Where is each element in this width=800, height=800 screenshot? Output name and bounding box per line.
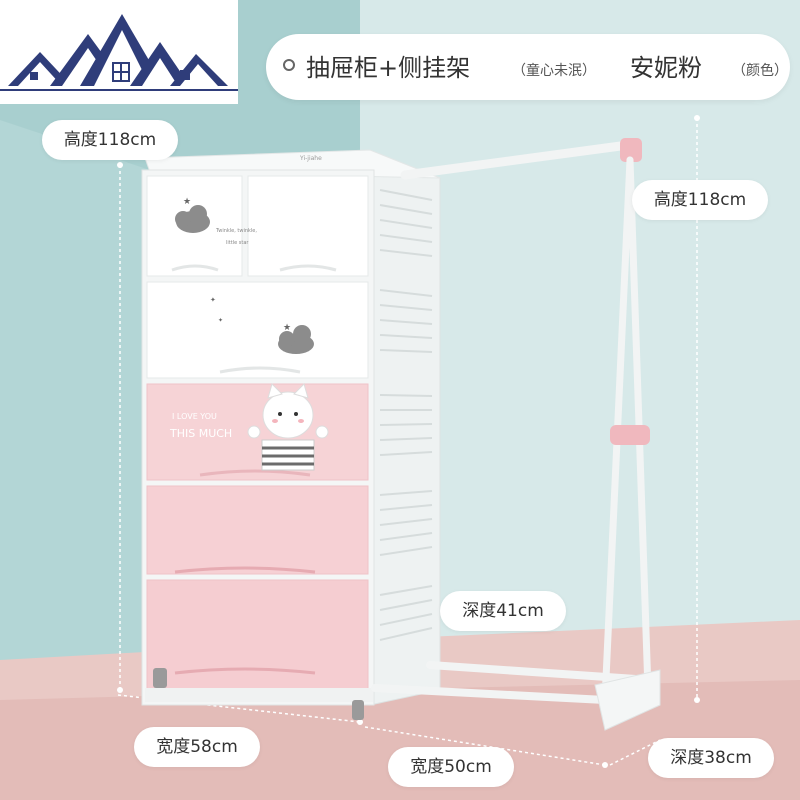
product-title: 抽屉柜+侧挂架 [306,54,471,82]
floor-shade [0,680,800,800]
svg-text:★: ★ [283,323,291,333]
rack-top-connector [620,138,642,162]
rack-width-label: 宽度50cm [388,747,514,787]
love-text-1: I LOVE YOU [172,412,217,421]
svg-text:✦: ✦ [218,317,223,324]
title-bullet-icon [283,59,295,71]
rack-mid-connector [610,425,650,445]
svg-text:★: ★ [183,197,191,207]
product-subtitle: （童心未泯） [512,63,596,79]
house-logo [0,0,238,104]
pink-drawer-2 [146,485,369,575]
clothes-rack [371,138,661,731]
wall-right [360,0,800,690]
color-label: （颜色） [732,63,788,79]
side-louvers [379,189,433,641]
drawer-cabinet: Twinkle, twinkle, little star ★ Yi-jiahe… [141,149,441,720]
cabinet-height-label: 高度118cm [42,120,178,160]
wheel [352,700,364,720]
rack-depth-label: 深度38cm [648,738,774,778]
title-pill [266,34,790,100]
svg-text:✦: ✦ [210,296,216,304]
love-text-2: THIS MUCH [169,427,232,440]
wheel [153,668,167,688]
cabinet-width-label: 宽度58cm [134,727,260,767]
cabinet-depth-label: 深度41cm [440,591,566,631]
color-name: 安妮粉 [630,54,702,82]
svg-text:little star: little star [226,240,249,246]
brand-print: Yi-jiahe [299,155,322,162]
twinkle-text: Twinkle, twinkle, [215,228,257,234]
cat-decoration [247,383,329,471]
rack-height-label: 高度118cm [632,180,768,220]
